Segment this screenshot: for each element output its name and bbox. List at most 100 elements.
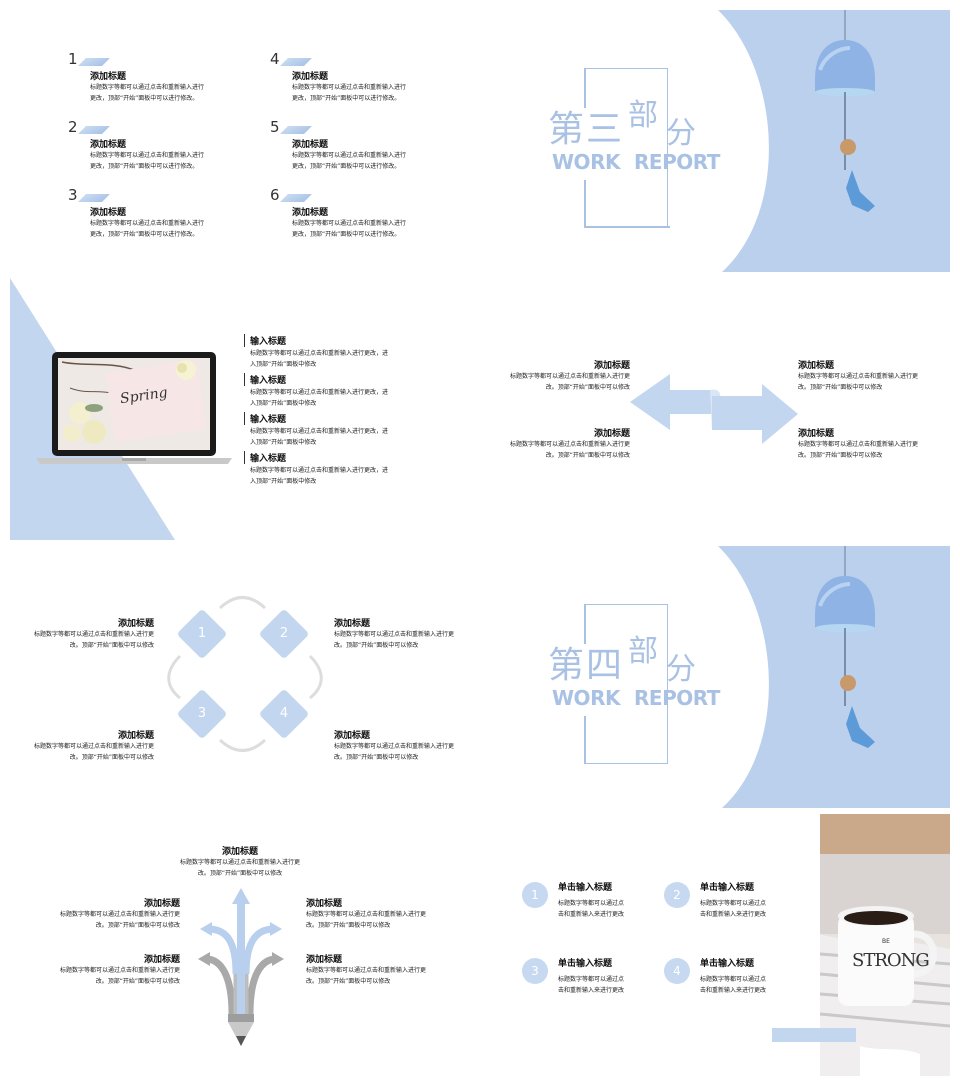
pencil-item-left-1: 添加标题 标题数字等都可以通过点击和重新输入进行更改。顶部“开始”面板中可以修改: [50, 896, 180, 931]
arrow-item-body: 标题数字等都可以通过点击和重新输入进行更改。顶部“开始”面板中可以修改: [509, 441, 630, 459]
cycle-item-title: 添加标题: [334, 619, 371, 629]
pencil-item-title: 添加标题: [306, 899, 343, 909]
item-number: 5: [270, 118, 280, 136]
slide-diamond-cycle: 1 2 3 4 添加标题 标题数字等都可以通过点击和重新输入进行更改。顶部“开始…: [10, 546, 480, 808]
item-body: 标题数字等都可以通过点击和重新输入进行更改，顶部“开始”面板中可以进行修改。: [90, 220, 205, 238]
pencil-item-body: 标题数字等都可以通过点击和重新输入进行更改。顶部“开始”面板中可以修改: [179, 859, 300, 877]
arrow-item-2: 添加标题 标题数字等都可以通过点击和重新输入进行更改。顶部“开始”面板中可以修改: [500, 426, 630, 461]
pencil-item-title: 添加标题: [306, 955, 343, 965]
slide-coffee-circles: BE STRONG 1 单击输入标题 标题数字等都可以通过点击和重新输入来进行更…: [480, 814, 950, 1076]
cycle-item-title: 添加标题: [117, 619, 154, 629]
item-body: 标题数字等都可以通过点击和重新输入进行更改，顶部“开始”面板中可以进行修改。: [90, 152, 205, 170]
step-item-2: 单击输入标题 标题数字等都可以通过点击和重新输入来进行更改: [700, 880, 790, 920]
slash-decoration: [78, 58, 110, 66]
step-circle-4: 4: [664, 958, 690, 984]
step-body: 标题数字等都可以通过点击和重新输入来进行更改: [700, 900, 767, 918]
title-frame-left-top: [584, 68, 586, 108]
arrow-item-body: 标题数字等都可以通过点击和重新输入进行更改。顶部“开始”面板中可以修改: [509, 373, 630, 391]
section-char-3: 部: [628, 98, 658, 133]
title-frame-bottom: [584, 226, 670, 228]
step-title: 单击输入标题: [558, 959, 613, 969]
pencil-arrow-graphic: [198, 888, 284, 1046]
cycle-item-body: 标题数字等都可以通过点击和重新输入进行更改。顶部“开始”面板中可以修改: [33, 631, 154, 649]
info-item-4: 输入标题: [244, 451, 286, 464]
cycle-item-body: 标题数字等都可以通过点击和重新输入进行更改。顶部“开始”面板中可以修改: [334, 631, 455, 649]
list-item-4: 4 添加标题 标题数字等都可以通过点击和重新输入进行更改，顶部“开始”面板中可以…: [270, 52, 406, 103]
slash-decoration: [78, 194, 110, 202]
section-char-2: 四: [586, 645, 623, 686]
info-item-2: 输入标题: [244, 373, 286, 386]
section-char-2: 三: [586, 109, 623, 150]
arrow-item-body: 标题数字等都可以通过点击和重新输入进行更改。顶部“开始”面板中可以修改: [798, 441, 919, 459]
title-frame-left-bottom: [584, 180, 586, 228]
arrow-item-body: 标题数字等都可以通过点击和重新输入进行更改。顶部“开始”面板中可以修改: [798, 373, 919, 391]
slide-arrows: 添加标题 标题数字等都可以通过点击和重新输入进行更改。顶部“开始”面板中可以修改…: [480, 278, 950, 540]
step-title: 单击输入标题: [700, 883, 755, 893]
info-body-1: 标题数字等都可以通过点击和重新输入进行更改，进入顶部“开始”面板中修改: [250, 350, 389, 368]
slash-decoration: [280, 194, 312, 202]
slash-decoration: [280, 58, 312, 66]
info-item-1: 输入标题: [244, 334, 286, 347]
slide-section-four: 第 四 部 分 WORK REPORT: [480, 546, 950, 808]
item-body: 标题数字等都可以通过点击和重新输入进行更改，顶部“开始”面板中可以进行修改。: [292, 152, 407, 170]
cycle-item-title: 添加标题: [334, 731, 371, 741]
cycle-number-3: 3: [197, 706, 207, 721]
cycle-connector-lines: [167, 596, 323, 752]
item-body: 标题数字等都可以通过点击和重新输入进行更改，顶部“开始”面板中可以进行修改。: [90, 84, 205, 102]
item-title: 添加标题: [292, 140, 329, 150]
list-item-3: 3 添加标题 标题数字等都可以通过点击和重新输入进行更改，顶部“开始”面板中可以…: [68, 186, 204, 239]
step-circle-2: 2: [664, 882, 690, 908]
item-number: 1: [68, 50, 78, 68]
arrow-item-title: 添加标题: [798, 429, 835, 439]
info-title: 输入标题: [250, 337, 287, 347]
section-char-4: 分: [666, 652, 696, 687]
pencil-item-title: 添加标题: [221, 847, 258, 857]
accent-bar: [772, 1028, 856, 1042]
item-number: 3: [68, 186, 78, 204]
step-body: 标题数字等都可以通过点击和重新输入来进行更改: [700, 976, 767, 994]
arrow-item-title: 添加标题: [593, 429, 630, 439]
report-label: REPORT: [634, 150, 720, 174]
section-char-4: 分: [666, 116, 696, 151]
item-title: 添加标题: [292, 208, 329, 218]
slide-pencil-arrows: 添加标题 标题数字等都可以通过点击和重新输入进行更改。顶部“开始”面板中可以修改…: [10, 814, 480, 1076]
step-item-3: 单击输入标题 标题数字等都可以通过点击和重新输入来进行更改: [558, 956, 648, 996]
wind-chime-background: [718, 546, 950, 808]
step-title: 单击输入标题: [700, 959, 755, 969]
cycle-number-4: 4: [279, 706, 289, 721]
pencil-item-body: 标题数字等都可以通过点击和重新输入进行更改。顶部“开始”面板中可以修改: [59, 911, 180, 929]
step-circle-3: 3: [522, 958, 548, 984]
slide-numbered-list: 1 添加标题 标题数字等都可以通过点击和重新输入进行更改，顶部“开始”面板中可以…: [10, 10, 480, 272]
info-body-4: 标题数字等都可以通过点击和重新输入进行更改，进入顶部“开始”面板中修改: [250, 467, 389, 485]
item-number: 2: [68, 118, 78, 136]
cycle-item-3: 添加标题 标题数字等都可以通过点击和重新输入进行更改。顶部“开始”面板中可以修改: [24, 728, 154, 763]
info-title: 输入标题: [250, 415, 287, 425]
list-item-2: 2 添加标题 标题数字等都可以通过点击和重新输入进行更改，顶部“开始”面板中可以…: [68, 118, 204, 171]
wind-chime-background: [718, 10, 950, 272]
cycle-item-2: 添加标题 标题数字等都可以通过点击和重新输入进行更改。顶部“开始”面板中可以修改: [334, 616, 464, 651]
info-title: 输入标题: [250, 454, 287, 464]
pencil-item-title: 添加标题: [143, 899, 180, 909]
info-item-3: 输入标题: [244, 412, 286, 425]
info-body-3: 标题数字等都可以通过点击和重新输入进行更改，进入顶部“开始”面板中修改: [250, 428, 389, 446]
pencil-item-body: 标题数字等都可以通过点击和重新输入进行更改。顶部“开始”面板中可以修改: [59, 967, 180, 985]
item-title: 添加标题: [90, 72, 127, 82]
arrow-item-3: 添加标题 标题数字等都可以通过点击和重新输入进行更改。顶部“开始”面板中可以修改: [798, 358, 928, 393]
work-label: WORK: [552, 686, 620, 710]
arrow-item-title: 添加标题: [593, 361, 630, 371]
cycle-item-4: 添加标题 标题数字等都可以通过点击和重新输入进行更改。顶部“开始”面板中可以修改: [334, 728, 464, 763]
item-title: 添加标题: [90, 208, 127, 218]
list-item-1: 1 添加标题 标题数字等都可以通过点击和重新输入进行更改，顶部“开始”面板中可以…: [68, 50, 204, 103]
mug-text: STRONG: [852, 950, 930, 971]
work-label: WORK: [552, 150, 620, 174]
pencil-item-top: 添加标题 标题数字等都可以通过点击和重新输入进行更改。顶部“开始”面板中可以修改: [170, 844, 310, 879]
step-body: 标题数字等都可以通过点击和重新输入来进行更改: [558, 900, 625, 918]
cycle-number-2: 2: [279, 626, 289, 641]
title-frame: [584, 604, 668, 764]
item-title: 添加标题: [292, 72, 329, 82]
section-char-1: 第: [548, 645, 585, 686]
mug-small-text: BE: [882, 938, 890, 945]
list-item-5: 5 添加标题 标题数字等都可以通过点击和重新输入进行更改，顶部“开始”面板中可以…: [270, 118, 406, 171]
step-body: 标题数字等都可以通过点击和重新输入来进行更改: [558, 976, 625, 994]
triangle-background: [10, 278, 232, 540]
